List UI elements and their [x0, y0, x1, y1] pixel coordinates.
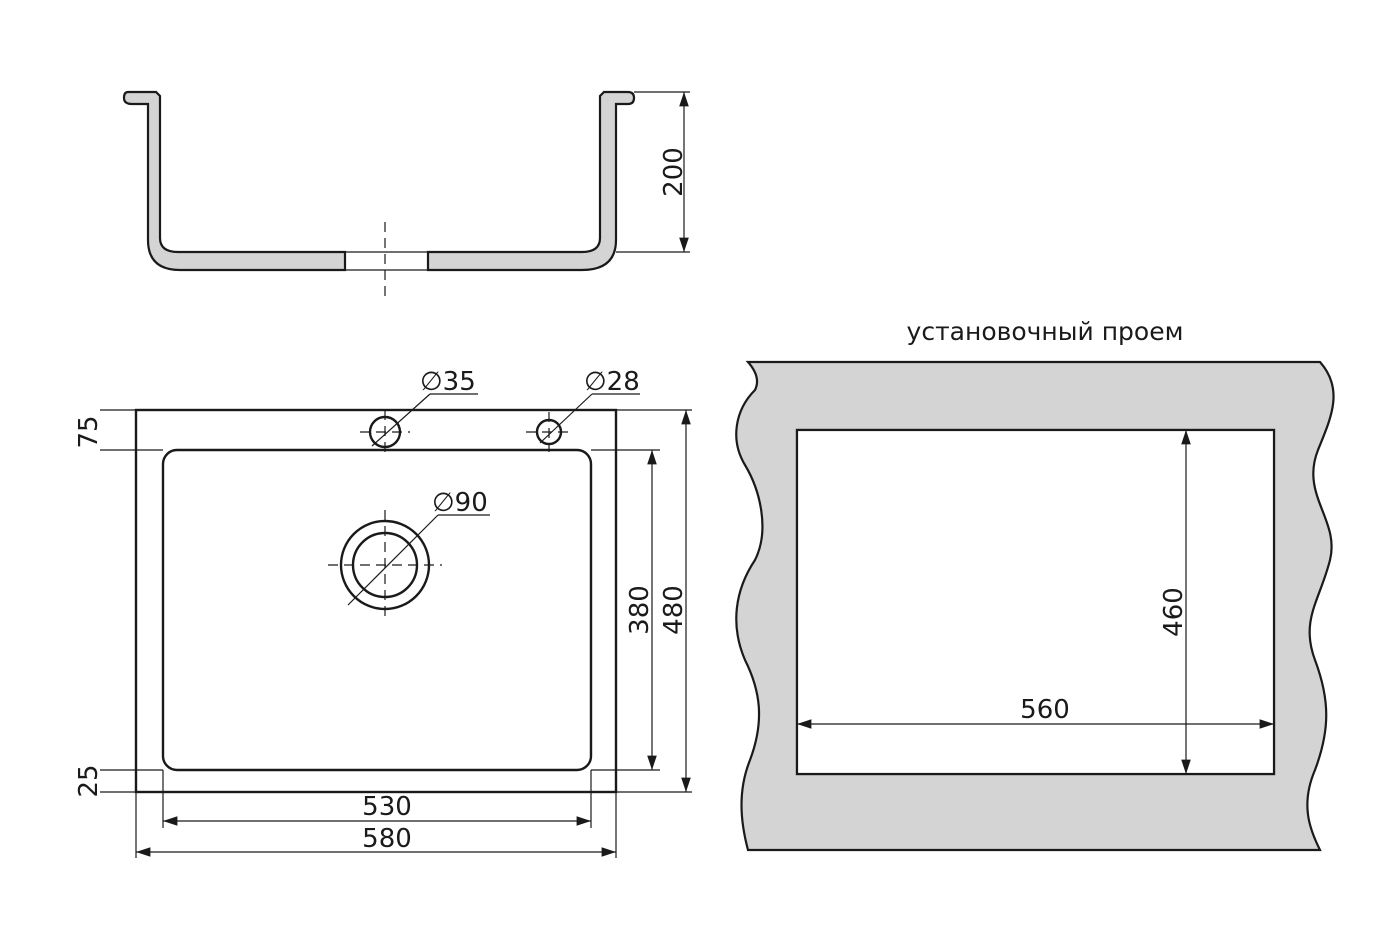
sink-section-profile-right — [426, 90, 636, 272]
sink-section-view: 200 — [122, 90, 690, 300]
cutout-title: установочный проем — [907, 317, 1184, 346]
tap-hole-35-label: ∅35 — [420, 367, 476, 397]
cutout-view: установочный проем 460 560 — [735, 317, 1335, 852]
outer-depth-label: 480 — [659, 585, 689, 635]
inner-depth-label: 380 — [625, 585, 655, 635]
tap-hole-28-leader — [539, 393, 593, 444]
outer-width-label: 580 — [362, 824, 412, 854]
cutout-opening — [795, 428, 1276, 776]
bottom-rim-label: 25 — [74, 764, 104, 797]
cutout-width-label: 560 — [1020, 695, 1070, 725]
tap-hole-28-label: ∅28 — [584, 367, 640, 397]
top-rim-label: 75 — [74, 415, 104, 448]
sink-outer-rim — [134, 408, 618, 794]
depth-label: 200 — [659, 147, 689, 197]
sink-section-profile — [122, 90, 347, 272]
cutout-height-label: 460 — [1159, 587, 1189, 637]
tap-hole-35-leader — [371, 393, 431, 447]
sink-plan-view: ∅35 ∅28 ∅90 75 25 380 480 — [74, 367, 692, 858]
sink-bowl — [161, 448, 593, 772]
drain-leader — [347, 514, 439, 606]
drain-label: ∅90 — [432, 488, 488, 518]
inner-width-label: 530 — [362, 792, 412, 822]
